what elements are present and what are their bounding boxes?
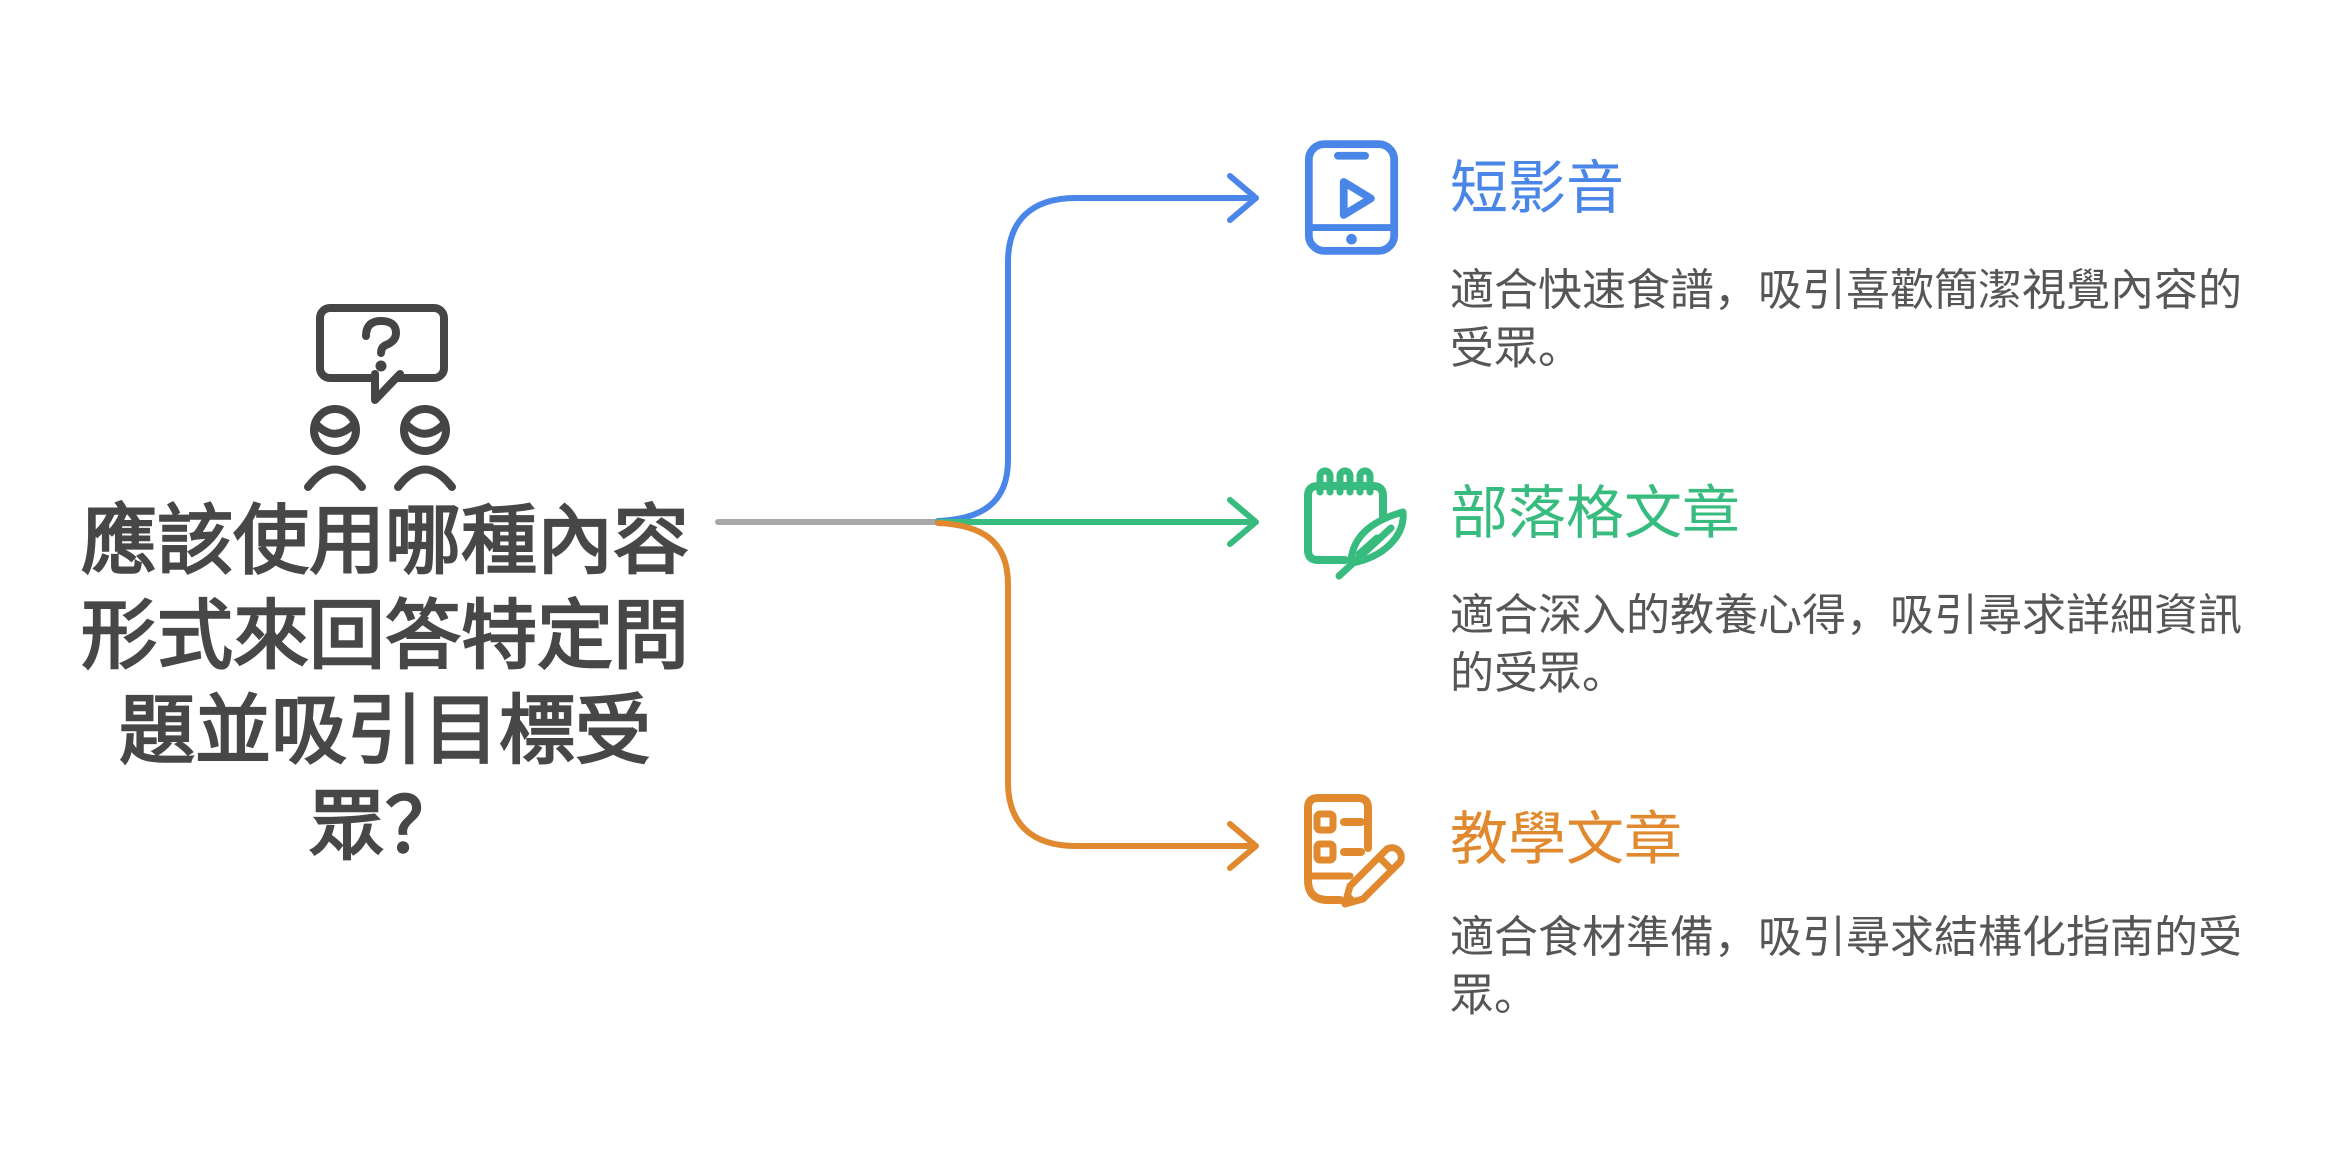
person-face-line xyxy=(404,421,447,438)
phone-body xyxy=(1304,140,1399,255)
question-mark-dot xyxy=(375,360,387,372)
checkbox xyxy=(1313,840,1337,864)
smartphone-play-icon xyxy=(1304,140,1399,255)
notepad-ring xyxy=(1356,467,1374,496)
arrowhead-blog xyxy=(1227,497,1259,547)
central-question-text: 應該使用哪種內容 形式來回答特定問 題並吸引目標受 眾？ xyxy=(81,499,689,869)
branch-title-blog: 部落格文章 xyxy=(1450,481,1741,546)
branch-description-short-video: 適合快速食譜，吸引喜歡簡潔視覺內容的 受眾。 xyxy=(1450,266,2242,373)
person-shoulders xyxy=(304,465,366,491)
pencil-tip xyxy=(1345,892,1357,904)
notepad-body xyxy=(1304,482,1387,564)
pencil-cap-line xyxy=(1375,853,1396,874)
person-head xyxy=(310,405,360,455)
branch-title-tutorial: 教學文章 xyxy=(1450,807,1683,872)
arrowhead-tutorial xyxy=(1227,821,1259,871)
branch-title-short-video: 短影音 xyxy=(1450,156,1625,221)
person-shoulders xyxy=(394,465,456,491)
speech-bubble-tail xyxy=(371,370,404,404)
question-mark xyxy=(362,317,400,357)
notepad-feather-icon xyxy=(1304,467,1407,580)
person-head xyxy=(400,405,450,455)
checklist-pencil-icon xyxy=(1304,794,1405,908)
card-body xyxy=(1304,794,1372,904)
notepad-ring xyxy=(1316,467,1334,496)
branch-description-blog: 適合深入的教養心得，吸引尋求詳細資訊 的受眾。 xyxy=(1450,591,2242,698)
branch-line-short-video xyxy=(935,195,1251,524)
play-triangle xyxy=(1339,178,1375,219)
question-dialogue-people-icon xyxy=(304,304,456,491)
person-face-line xyxy=(314,421,357,438)
phone-home-dot xyxy=(1346,233,1357,245)
feather-vein xyxy=(1355,534,1381,558)
branch-line-tutorial xyxy=(935,520,1251,849)
notepad-ring xyxy=(1336,467,1354,496)
checkbox xyxy=(1313,810,1337,834)
arrowhead-short-video xyxy=(1227,173,1259,223)
branch-description-tutorial: 適合食材準備，吸引尋求結構化指南的受 眾。 xyxy=(1450,913,2242,1020)
